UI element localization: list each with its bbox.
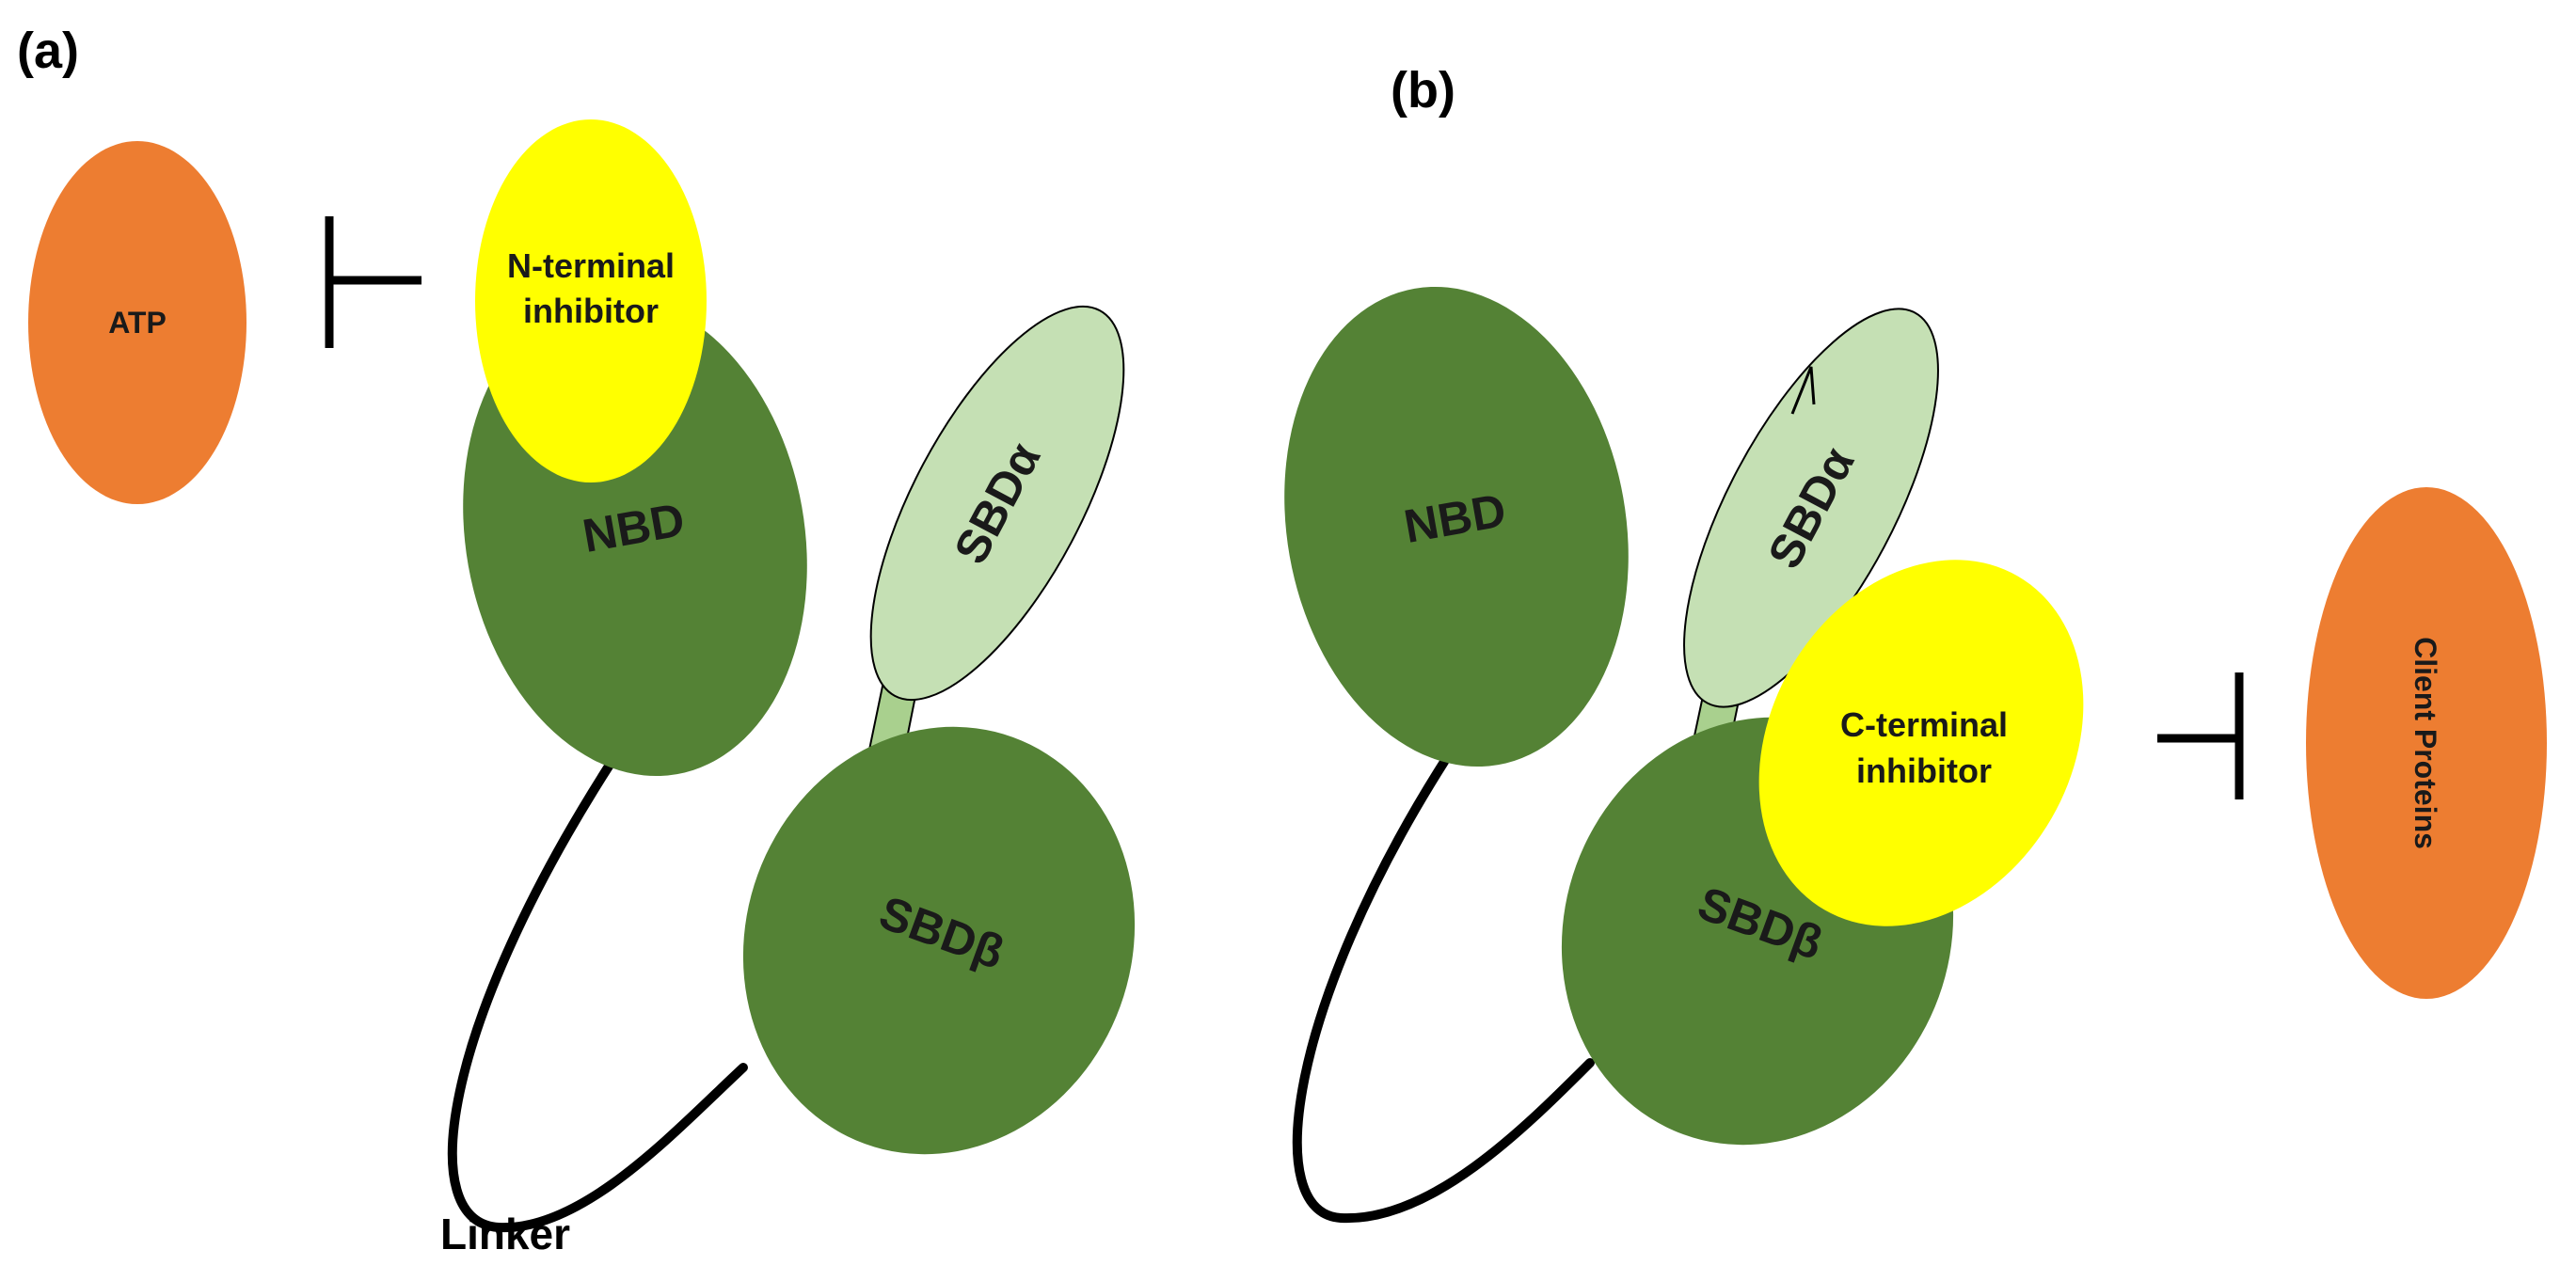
- panel-a: (a) ATP Linker SBDα NBD N-terminal inhib…: [17, 23, 1136, 1258]
- n-terminal-inhibitor-line2: inhibitor: [523, 292, 659, 330]
- linker-label: Linker: [440, 1210, 570, 1258]
- c-terminal-inhibitor-line2: inhibitor: [1856, 751, 1992, 790]
- linker-b: [1292, 757, 1595, 1224]
- c-terminal-inhibitor-line1: C-terminal: [1840, 705, 2008, 744]
- panel-a-label: (a): [17, 23, 79, 79]
- sbd-alpha-b-notch: [1790, 366, 1816, 415]
- panel-b-label: (b): [1391, 62, 1455, 119]
- inhibition-bar-a: [325, 216, 421, 348]
- inhibition-bar-b: [2157, 672, 2244, 799]
- nbd-b: [1284, 286, 1629, 767]
- sbd-alpha-b: [1683, 308, 1939, 708]
- n-terminal-inhibitor: [475, 119, 707, 482]
- c-terminal-inhibitor: [1758, 560, 2084, 926]
- atp-ellipse: [28, 141, 246, 504]
- sbd-alpha-a: [869, 305, 1125, 702]
- client-proteins-ellipse: [2306, 487, 2547, 999]
- sbd-beta-a: [742, 726, 1136, 1155]
- linker-a: [447, 757, 748, 1233]
- client-proteins-label: Client Proteins: [2409, 637, 2442, 849]
- atp-label: ATP: [108, 306, 167, 340]
- n-terminal-inhibitor-line1: N-terminal: [507, 246, 675, 285]
- panel-b: (b) SBDα NBD SBDβ C-terminal inhibitor C…: [1284, 62, 2547, 1224]
